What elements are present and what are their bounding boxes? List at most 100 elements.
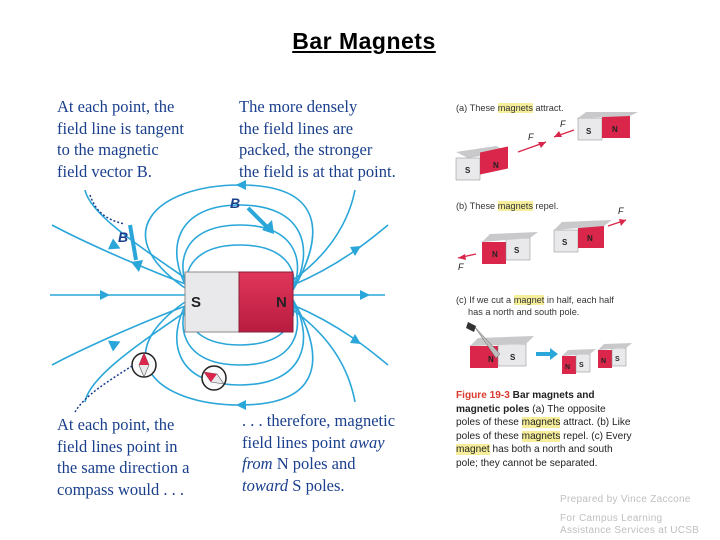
- highlight-text: magnets: [497, 103, 533, 113]
- panel-text: (b) These: [456, 201, 498, 211]
- pole-label-s: S: [615, 356, 620, 363]
- pole-label-n: N: [587, 234, 593, 243]
- pole-label-n: N: [612, 125, 618, 134]
- caption-text: Bar magnets and: [509, 390, 595, 401]
- caption-tangent: At each point, the field line is tangent…: [57, 96, 184, 183]
- panel-c-illustration: N S N S N S: [466, 322, 632, 374]
- b-vector-left: B: [118, 224, 143, 272]
- caption-text: pole; they cannot be separated.: [456, 457, 598, 469]
- pole-label-s: S: [586, 127, 592, 136]
- pole-label-s: S: [562, 238, 568, 247]
- arrowhead: [350, 246, 361, 256]
- field-line: [84, 189, 189, 281]
- panel-b-label: (b) These magnets repel.: [456, 201, 559, 211]
- field-line: [182, 224, 299, 291]
- panel-a-illustration: S N S N F F: [455, 112, 638, 181]
- caption-text: (a) The opposite: [529, 403, 606, 415]
- caption-line: toward S poles.: [242, 475, 395, 497]
- field-line: [51, 304, 189, 366]
- pole-label-n: N: [492, 250, 498, 259]
- force-label: F: [528, 132, 534, 142]
- caption-line: the same direction a: [57, 458, 190, 478]
- caption-text: has both a north and south: [489, 444, 613, 456]
- magnet-right: S N: [577, 112, 638, 141]
- caption-compass: At each point, the field lines point in …: [57, 414, 189, 501]
- highlight-text: magnets: [521, 430, 561, 442]
- arrowhead: [107, 340, 121, 352]
- magnet-right: S N: [553, 220, 612, 253]
- pole-label-s: S: [579, 362, 584, 369]
- figure-number: Figure 19-3: [456, 390, 510, 401]
- credit-line: For Campus Learning: [560, 513, 663, 524]
- caption-emphasis: away: [349, 432, 385, 452]
- caption-text: attract. (b) Like: [560, 417, 631, 429]
- field-line: [292, 309, 356, 403]
- arrowhead: [100, 290, 110, 300]
- field-line: [182, 299, 299, 366]
- magnet-half-right: N S: [598, 343, 632, 368]
- caption-line: from N poles and: [242, 453, 395, 475]
- highlight-text: magnet: [456, 444, 490, 456]
- caption-line: field vector B.: [57, 162, 152, 182]
- arrowhead: [350, 334, 361, 344]
- field-line: [175, 299, 305, 386]
- caption-line: The more densely: [239, 97, 358, 116]
- pole-label-n: N: [488, 355, 494, 364]
- caption-emphasis: from: [242, 454, 273, 474]
- arrowhead: [236, 400, 246, 410]
- pointer-bottom: [74, 365, 133, 413]
- field-line: [292, 224, 389, 286]
- credit-line: Prepared by Vince Zaccone: [560, 494, 691, 505]
- highlight-text: magnets: [521, 417, 561, 429]
- field-arrowheads: [100, 180, 370, 410]
- knife-icon: [466, 322, 501, 359]
- caption-line: field lines point away: [242, 432, 395, 454]
- field-line: [84, 309, 189, 403]
- pole-label-n: N: [276, 294, 287, 311]
- caption-text: field lines point: [242, 432, 350, 452]
- force-label: F: [618, 206, 624, 216]
- panel-text: has a north and south pole.: [468, 307, 580, 317]
- field-line: [51, 224, 189, 286]
- caption-line: . . . therefore, magnetic: [242, 411, 396, 430]
- caption-text: N poles and: [272, 454, 356, 474]
- field-line: [185, 244, 295, 291]
- magnet-half-left: N S: [562, 349, 596, 374]
- caption-line: the field lines are: [239, 118, 354, 138]
- highlight-text: magnet: [513, 295, 545, 305]
- panel-text: (c) If we cut a: [456, 295, 514, 305]
- caption-text: S poles.: [288, 476, 345, 496]
- caption-line: At each point, the: [57, 97, 175, 116]
- magnet-field-diagram: S N B B: [50, 180, 389, 413]
- north-pole: [238, 271, 294, 333]
- compass-right: [201, 365, 227, 391]
- field-line: [292, 189, 356, 281]
- figure-caption: Figure 19-3 Bar magnets and magnetic pol…: [456, 389, 632, 471]
- caption-text: poles of these: [456, 430, 522, 442]
- caption-line: field line is tangent: [57, 118, 184, 138]
- magnet-left: S N: [455, 146, 508, 181]
- pole-label-s: S: [191, 294, 201, 311]
- panel-text: repel.: [532, 201, 559, 211]
- slide-title: Bar Magnets: [292, 28, 436, 54]
- b-vector-top: B: [230, 195, 274, 234]
- caption-direction: . . . therefore, magnetic field lines po…: [242, 410, 395, 497]
- pole-label-n: N: [565, 364, 570, 371]
- panel-text: in half, each half: [544, 295, 614, 305]
- pole-label-n: N: [601, 358, 606, 365]
- caption-line: field lines point in: [57, 436, 178, 456]
- b-vector-label: B: [118, 229, 128, 245]
- force-label: F: [458, 262, 464, 272]
- magnet-cut: N S: [470, 336, 534, 368]
- caption-density: The more densely the field lines are pac…: [239, 96, 396, 183]
- pole-label-s: S: [514, 246, 520, 255]
- field-line: [175, 204, 305, 291]
- highlight-text: magnets: [497, 201, 533, 211]
- pole-label-n: N: [493, 161, 499, 170]
- panel-b-illustration: N S S N F F: [457, 206, 627, 272]
- caption-line: compass would . . .: [57, 480, 184, 500]
- panel-a-label: (a) These magnets attract.: [456, 103, 564, 113]
- arrowhead: [107, 238, 121, 250]
- pole-label-s: S: [465, 166, 471, 175]
- arrow-icon: [536, 348, 558, 360]
